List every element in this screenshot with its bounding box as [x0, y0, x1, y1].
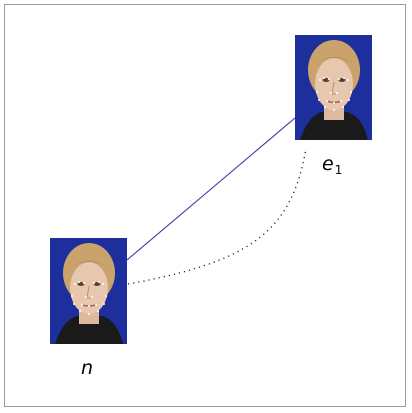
dotted-edge: [127, 147, 307, 285]
node-label-n: n: [81, 357, 93, 379]
solid-edge: [126, 117, 296, 261]
face-photo-n: [50, 238, 127, 344]
node-label-e1: e1: [322, 153, 342, 177]
face-photo-e1: [295, 35, 372, 140]
